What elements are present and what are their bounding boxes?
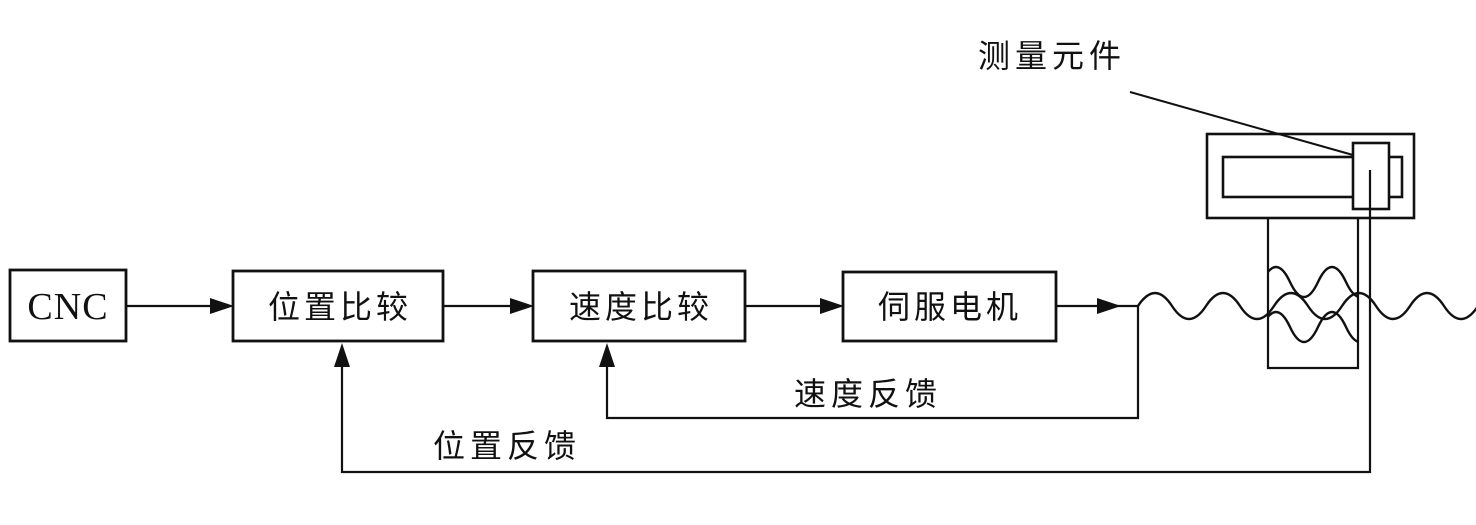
nut-thread-lower <box>1269 310 1357 344</box>
speed-feedback-label: 速度反馈 <box>794 376 942 412</box>
nut-thread-strands <box>1269 265 1357 344</box>
speed-compare-box <box>531 269 747 343</box>
block-speed-compare: 速度比较 <box>531 269 747 343</box>
speed-feedback-loop: 速度反馈 <box>599 306 1140 420</box>
arrow-speed-compare-to-servo <box>745 298 844 314</box>
position-feedback-loop: 位置反馈 <box>334 170 1372 474</box>
arrow-position-to-speed-compare <box>443 298 534 314</box>
speed-feedback-line <box>605 306 1140 420</box>
arrow-right-icon <box>210 298 234 314</box>
cnc-box <box>8 268 128 343</box>
measuring-element-label: 测量元件 <box>978 38 1126 74</box>
position-feedback-label: 位置反馈 <box>433 428 581 464</box>
arrow-up-icon <box>334 343 350 367</box>
arrow-up-icon <box>599 343 615 367</box>
arrow-right-icon <box>820 298 844 314</box>
position-feedback-line <box>340 170 1372 474</box>
arrow-cnc-to-position-compare <box>126 298 234 314</box>
position-compare-box <box>231 269 445 343</box>
arrow-right-icon <box>1097 298 1121 314</box>
position-compare-label: 位置比较 <box>268 289 412 325</box>
measuring-element-leader-line <box>1129 91 1354 156</box>
speed-compare-label: 速度比较 <box>569 289 713 325</box>
nut-thread-upper <box>1269 265 1357 299</box>
arrow-servo-to-screw <box>1056 298 1138 314</box>
block-cnc: CNC <box>8 268 128 343</box>
ball-screw-wave <box>1136 291 1476 321</box>
servo-motor-label: 伺服电机 <box>878 289 1022 325</box>
nut-block <box>1266 209 1360 370</box>
cnc-box-label: CNC <box>27 286 108 328</box>
arrow-right-icon <box>510 298 534 314</box>
machine-table-assembly <box>1205 132 1416 370</box>
block-servo-motor: 伺服电机 <box>841 270 1058 343</box>
block-position-compare: 位置比较 <box>231 269 445 343</box>
